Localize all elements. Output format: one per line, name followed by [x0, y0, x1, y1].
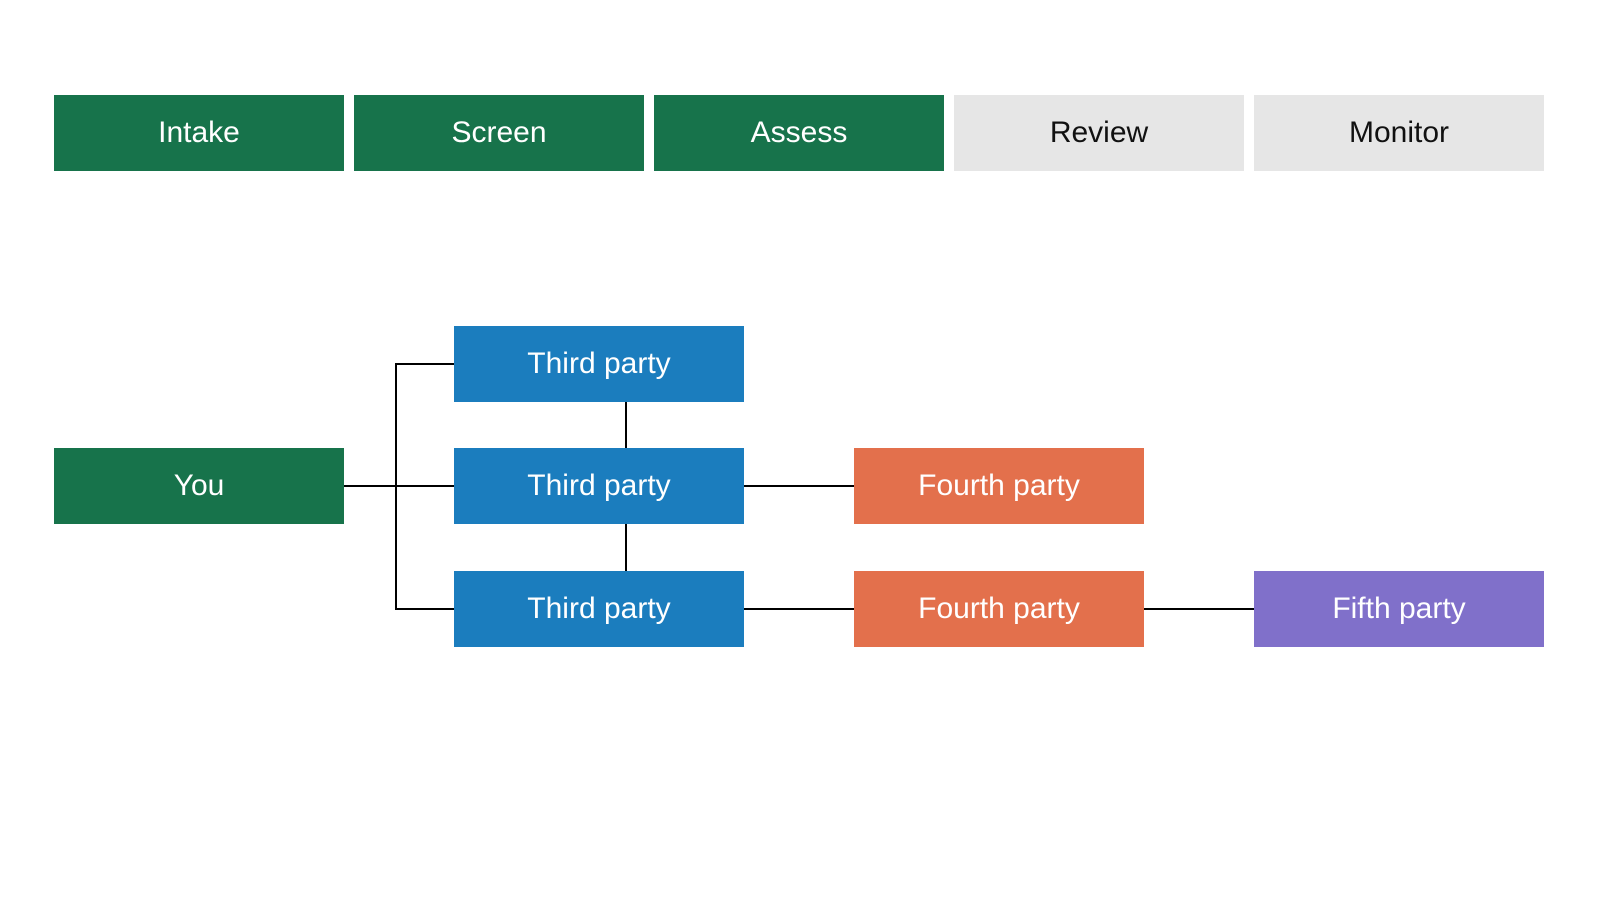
connector-you-to-trunk	[344, 485, 454, 487]
stage-tab-intake[interactable]: Intake	[54, 95, 344, 171]
node-you: You	[54, 448, 344, 524]
connector-trunk-vertical	[395, 363, 397, 610]
connector-fourth-party-2-to-fifth-party	[1144, 608, 1254, 610]
node-third-party-1: Third party	[454, 326, 744, 402]
node-third-party-2: Third party	[454, 448, 744, 524]
connector-third-party-3-to-fourth-party-2	[744, 608, 854, 610]
connector-trunk-to-third-party-3	[396, 608, 454, 610]
node-fourth-party-1: Fourth party	[854, 448, 1144, 524]
connector-third-party-2-to-3	[625, 524, 627, 571]
node-fourth-party-2: Fourth party	[854, 571, 1144, 647]
connector-third-party-2-to-fourth-party-1	[744, 485, 854, 487]
stage-tab-assess[interactable]: Assess	[654, 95, 944, 171]
stage-tab-monitor[interactable]: Monitor	[1254, 95, 1544, 171]
node-third-party-3: Third party	[454, 571, 744, 647]
connector-trunk-to-third-party-1	[396, 363, 454, 365]
stage-tab-review[interactable]: Review	[954, 95, 1244, 171]
stage-tab-screen[interactable]: Screen	[354, 95, 644, 171]
node-fifth-party: Fifth party	[1254, 571, 1544, 647]
connector-third-party-1-to-2	[625, 402, 627, 448]
